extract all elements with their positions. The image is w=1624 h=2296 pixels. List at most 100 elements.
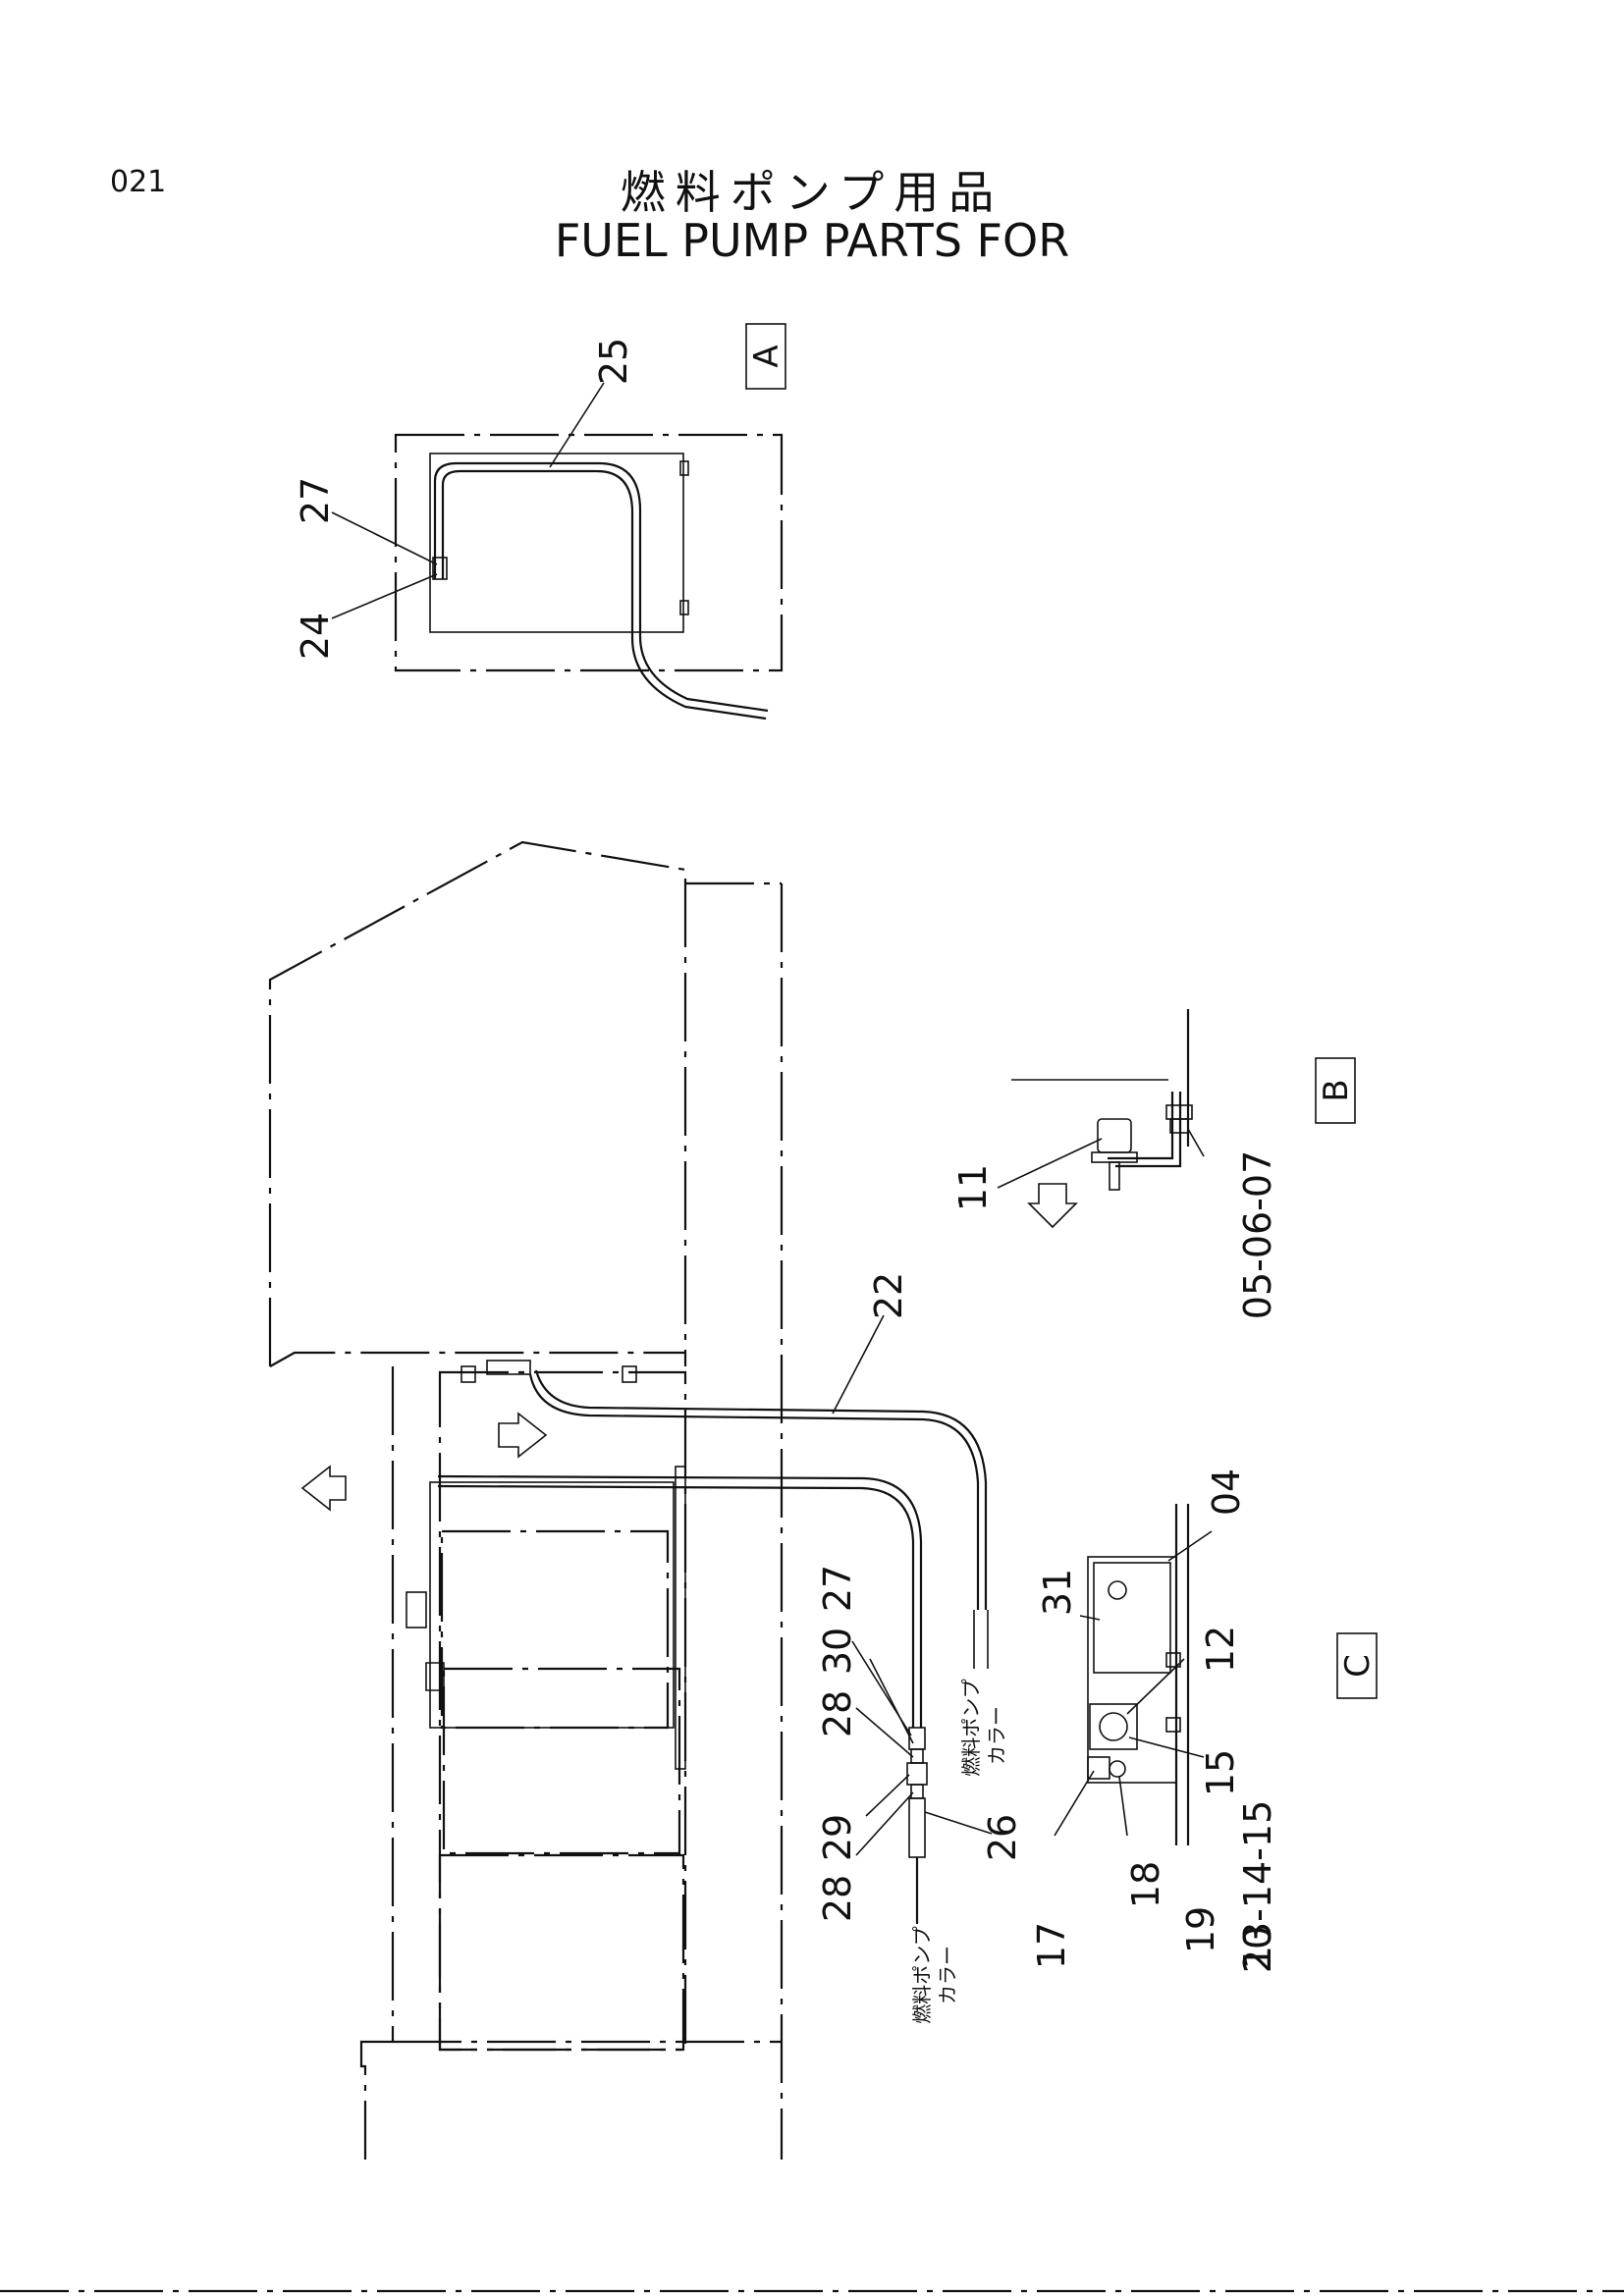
hose-25-inner [437, 1484, 915, 1728]
screw-top [1108, 1580, 1127, 1600]
switch-11-stem [1109, 1161, 1120, 1191]
tank-bracket-right [622, 1365, 637, 1383]
view-a-tank [429, 453, 684, 633]
tank-middle-box [442, 1667, 681, 1855]
page-number: 021 [110, 165, 167, 199]
view-b-bracket [1108, 1092, 1174, 1160]
tank-inner-box [440, 1529, 670, 1730]
fuel-tank-outline [438, 1370, 687, 2052]
callout-22: 22 [867, 1272, 910, 1319]
fitting-29 [906, 1762, 928, 1786]
callout-05-06-07: 05-06-07 [1236, 1150, 1279, 1319]
view-a-hose-outer [433, 461, 769, 713]
note-pump-collar-2b: カラー [936, 1946, 959, 2004]
view-b-label-box [1315, 1057, 1356, 1124]
callout-11: 11 [951, 1164, 995, 1211]
stud-upper [1165, 1652, 1181, 1668]
view-b-bracket-inner [1115, 1092, 1182, 1168]
leader-25 [549, 382, 605, 468]
view-b-label: B [1317, 1079, 1356, 1101]
cab-outline [268, 840, 687, 1366]
callout-25: 25 [592, 338, 635, 385]
view-arrow-b [498, 1412, 548, 1459]
title-japanese: 燃料ポンプ用品 [620, 166, 1004, 219]
tank-upper-box [429, 1481, 675, 1729]
leader-12 [1126, 1658, 1185, 1715]
leader-28-a [855, 1707, 914, 1758]
leader-05-06-07 [1187, 1128, 1205, 1157]
connector-12 [1089, 1703, 1138, 1750]
hose-22-outer [528, 1373, 980, 1610]
callout-18: 18 [1124, 1861, 1167, 1908]
detail-view-a [331, 323, 786, 721]
callout-17: 17 [1030, 1922, 1073, 1969]
leader-11 [997, 1138, 1103, 1189]
callout-31: 31 [1036, 1569, 1079, 1616]
hose-25-outer [437, 1474, 923, 1728]
connector-12-ring [1099, 1712, 1128, 1741]
label-plate-31 [1093, 1562, 1171, 1674]
detail-view-c [1054, 1504, 1378, 1845]
view-a-label-box [745, 323, 786, 390]
leader-29 [865, 1774, 910, 1817]
carrier-outline-left [359, 2040, 393, 2160]
callout-28-a: 28 [816, 1690, 859, 1737]
leader-17 [1054, 1770, 1095, 1837]
leader-31 [1079, 1615, 1101, 1621]
note-pump-collar-2a: 燃料ポンプ [910, 1926, 934, 2023]
fitting-28-b [910, 1784, 924, 1799]
leader-30 [869, 1658, 914, 1744]
callout-24: 24 [294, 613, 337, 660]
stud-lower [1165, 1717, 1181, 1733]
callout-28-b: 28 [816, 1875, 859, 1922]
view-a-bracket-bottom [679, 600, 689, 615]
callout-04: 04 [1205, 1468, 1248, 1516]
view-a-label: A [747, 345, 786, 367]
cab-floor [269, 1351, 685, 1367]
view-arrow-c [1027, 1183, 1078, 1229]
view-a-hose-inner [441, 469, 767, 721]
detail-view-b [997, 1009, 1356, 1229]
leader-22 [832, 1314, 885, 1415]
control-box-04 [1087, 1556, 1177, 1784]
callout-15: 15 [1199, 1749, 1242, 1796]
washer-06 [1169, 1118, 1189, 1134]
callout-12: 12 [1199, 1626, 1242, 1673]
callout-27-a: 27 [294, 477, 337, 524]
tank-lower-box [438, 1853, 685, 2052]
callout-30: 30 [816, 1628, 859, 1675]
view-arrow-a [300, 1465, 347, 1512]
switch-11 [1097, 1118, 1132, 1153]
fitting-30 [908, 1727, 926, 1750]
note-pump-collar-1b: カラー [985, 1706, 1008, 1765]
tank-bracket-left [460, 1365, 476, 1383]
hose-22-inner [534, 1369, 988, 1610]
pump-mount [486, 1360, 531, 1375]
callout-29: 29 [816, 1814, 859, 1861]
note-pump-collar-1a: 燃料ポンプ [959, 1679, 983, 1776]
title-english: FUEL PUMP PARTS FOR [554, 214, 1070, 267]
view-a-frame [394, 433, 784, 672]
fitting-26 [908, 1797, 926, 1858]
bolt-18 [1109, 1760, 1126, 1778]
callout-13-14-15: 13-14-15 [1236, 1800, 1279, 1969]
callout-26: 26 [981, 1814, 1024, 1861]
tank-cap [406, 1591, 427, 1629]
tank-drain [425, 1662, 445, 1691]
leader-18 [1118, 1776, 1128, 1837]
leader-15 [1128, 1736, 1205, 1758]
callout-20: 20 [1236, 1926, 1279, 1973]
view-c-label-box [1336, 1632, 1378, 1699]
leader-27-a [331, 511, 438, 565]
leader-26 [924, 1811, 993, 1835]
leader-24 [331, 573, 438, 619]
machine-main-view [268, 840, 993, 2160]
view-a-clip [432, 557, 448, 580]
callout-19: 19 [1179, 1906, 1222, 1953]
view-a-bracket-top [679, 460, 689, 476]
callout-27-b: 27 [816, 1565, 859, 1612]
leader-04 [1167, 1530, 1213, 1562]
tank-side-rail [675, 1466, 686, 1770]
leader-28-b [855, 1791, 914, 1856]
